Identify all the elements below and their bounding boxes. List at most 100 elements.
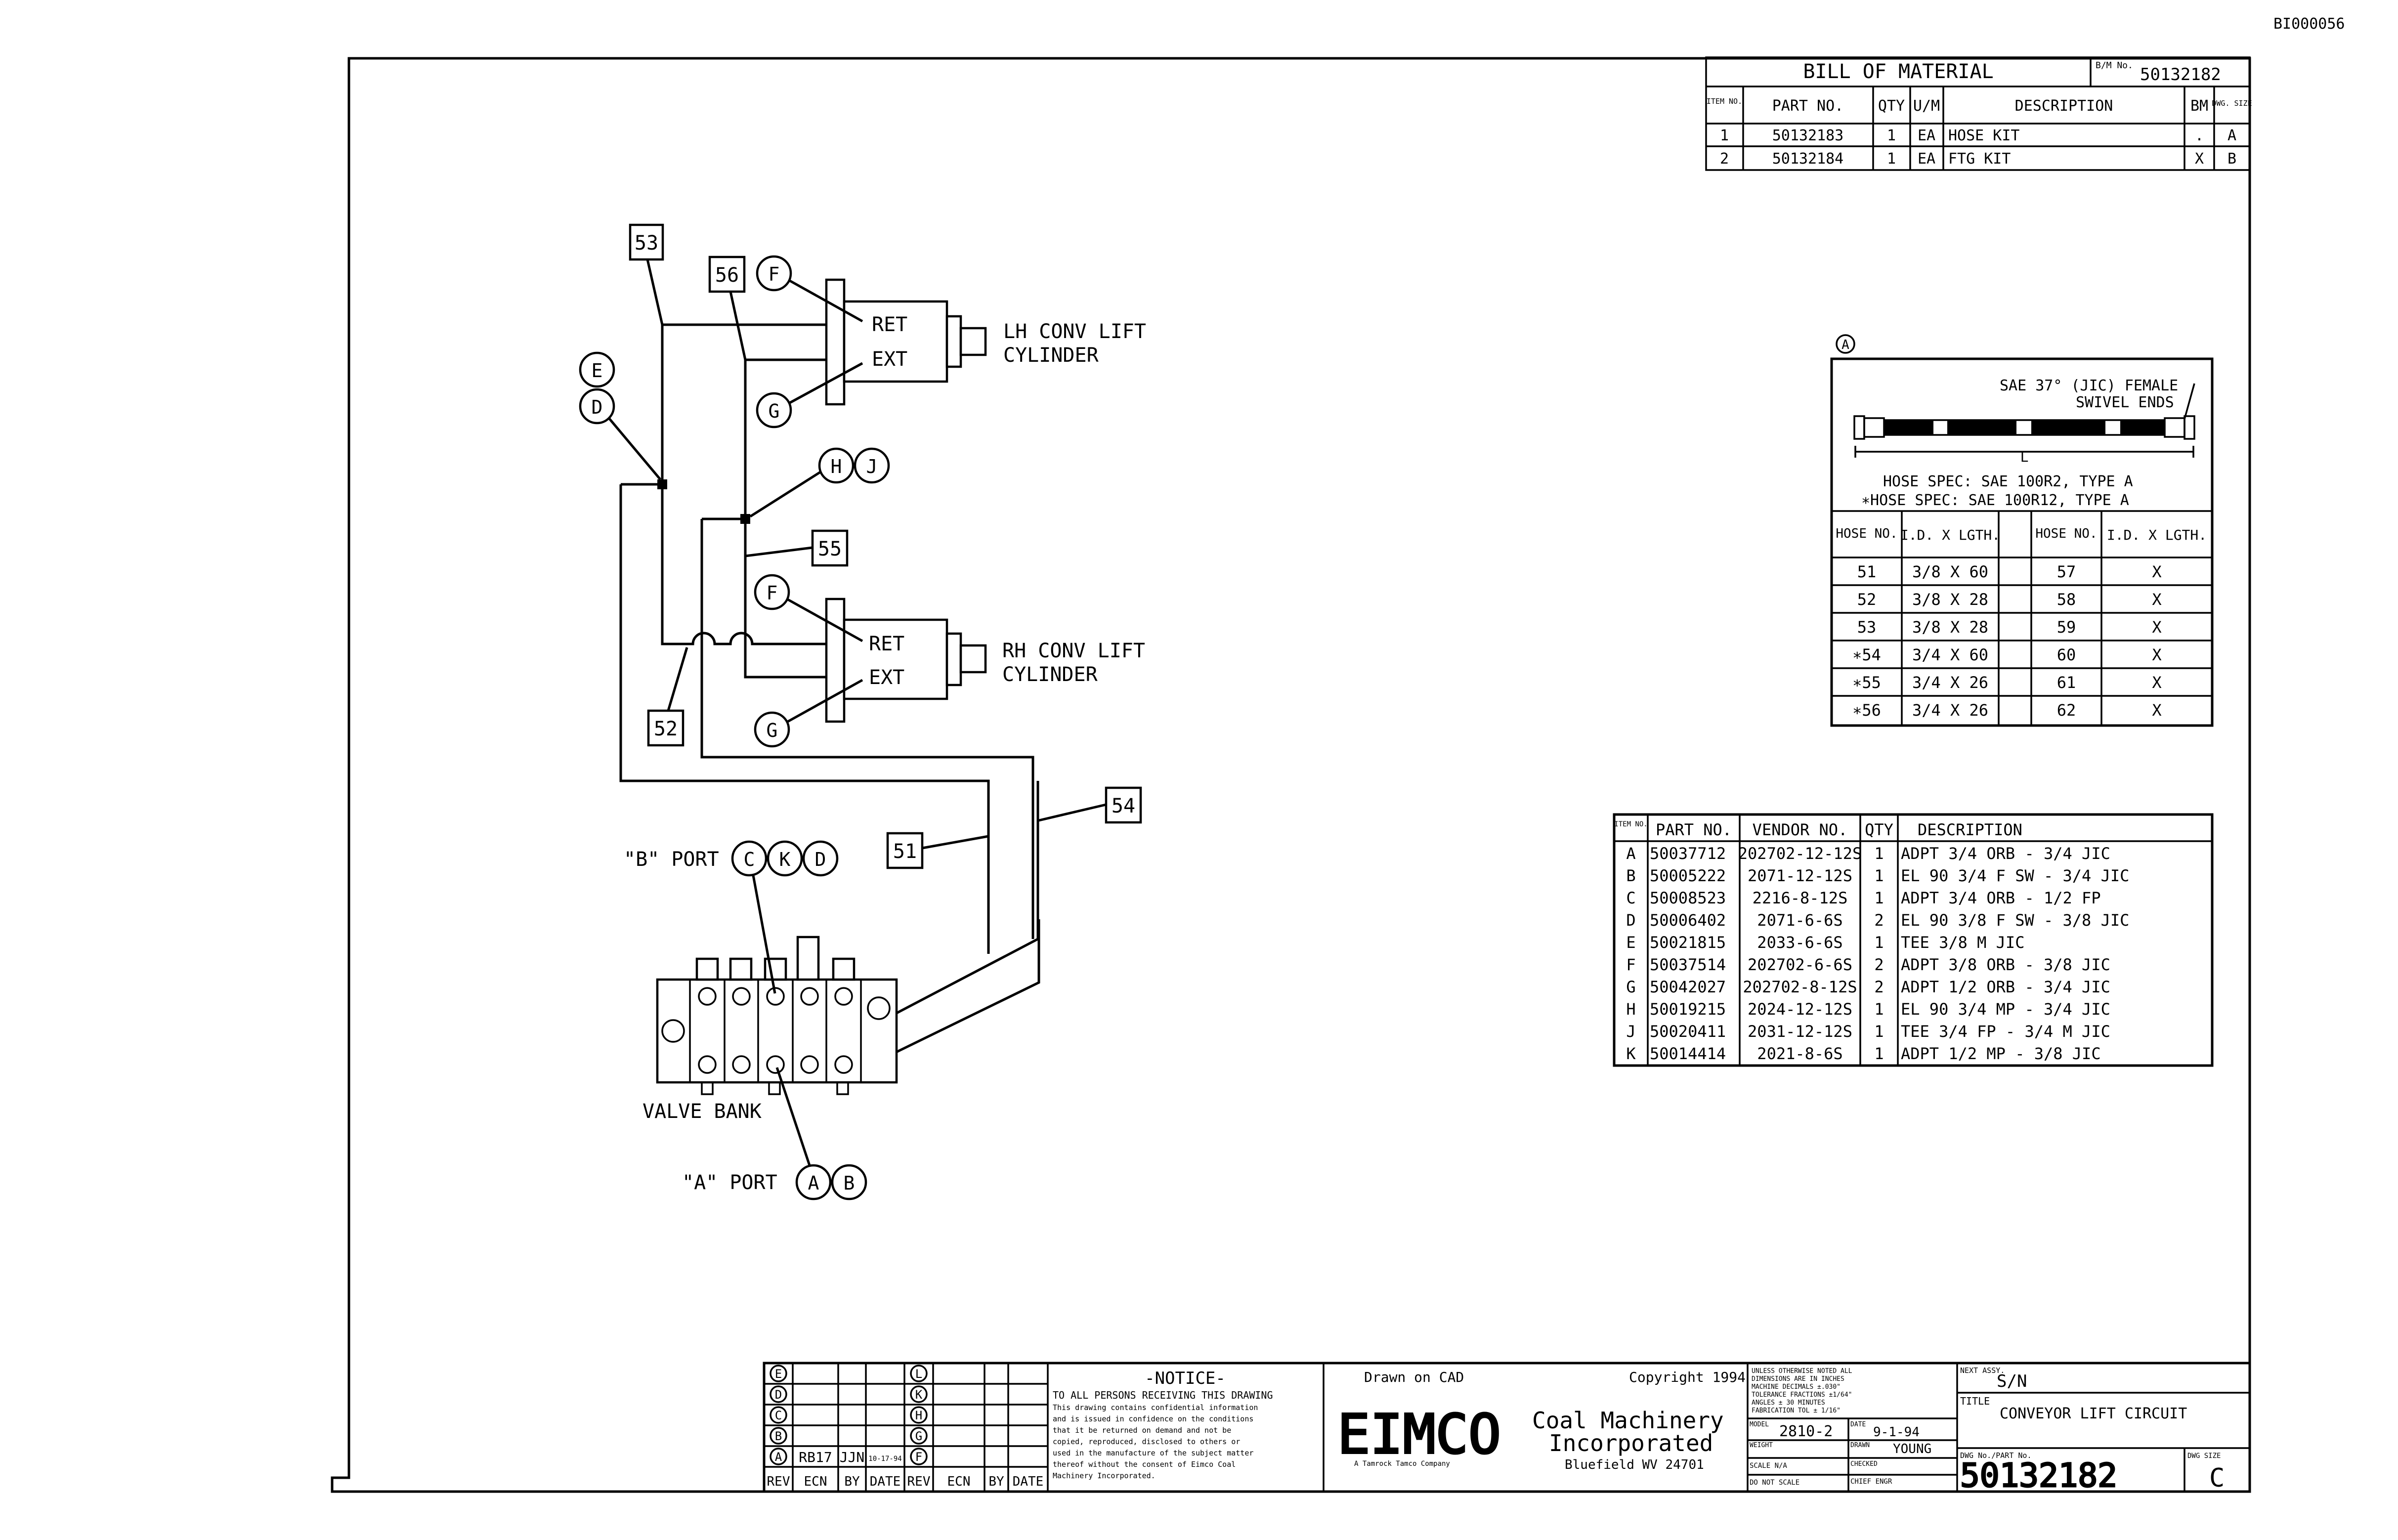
hose-table-cell: 52 <box>1857 590 1877 609</box>
dwg-size-label: DWG SIZE <box>2187 1452 2221 1460</box>
rev-letter: H <box>915 1409 922 1422</box>
bom-header-part: PART NO. <box>1772 97 1844 115</box>
drawn-by: YOUNG <box>1893 1442 1931 1456</box>
bom-number-label: B/M No. <box>2096 60 2133 71</box>
rev-letter-circle <box>770 1448 787 1465</box>
fitting-callout-g-lower: G <box>754 679 863 748</box>
detail-marker: A <box>1841 338 1849 352</box>
confidentiality-notice: -NOTICE- TO ALL PERSONS RECEIVING THIS D… <box>1053 1363 1325 1492</box>
notice-line: This drawing contains confidential infor… <box>1053 1403 1258 1412</box>
rev-header: BY <box>988 1474 1004 1489</box>
fittings-table-cell: 2071-12-12S <box>1748 866 1852 885</box>
fittings-table-cell: 50019215 <box>1650 1000 1726 1019</box>
fittings-table: ITEM NO. PART NO. VENDOR NO. QTY DESCRIP… <box>1613 813 2214 1067</box>
rev-letter: A <box>775 1450 782 1464</box>
bom-cell: X <box>2195 150 2204 168</box>
hose-line <box>744 519 860 679</box>
hose-table-header: HOSE NO. <box>1836 526 1897 541</box>
fittings-table-cell: 50021815 <box>1650 933 1726 952</box>
lh-ext-port: EXT <box>872 348 907 371</box>
rev-letter: B <box>775 1429 782 1443</box>
fittings-table-cell: ADPT 3/4 ORB - 3/4 JIC <box>1901 844 2110 863</box>
fittings-table-cell: 2071-6-6S <box>1757 911 1842 930</box>
fittings-table-cell: 2021-8-6S <box>1757 1044 1842 1063</box>
svg-text:C: C <box>744 849 755 870</box>
rev-letter-circle <box>910 1406 928 1424</box>
scale-label: SCALE N/A <box>1750 1462 1787 1470</box>
rev-letter-circle <box>910 1448 928 1465</box>
svg-text:D: D <box>592 396 603 418</box>
fitting-callout-h: H <box>749 447 855 518</box>
lh-cylinder-label-2: CYLINDER <box>1003 344 1099 367</box>
fitting-callout-e: E <box>579 351 615 388</box>
hose-table-cell: X <box>2152 590 2161 609</box>
hose-table-header: I.D. X LGTH. <box>2107 527 2207 543</box>
rev-letter-circle <box>910 1365 928 1382</box>
hose-tag-53: 53 <box>629 223 664 325</box>
company-name-1: Coal Machinery <box>1532 1407 1724 1434</box>
fitting-callout-f-upper: F <box>756 255 863 323</box>
dwg-no-label: DWG No./PART No. <box>1960 1451 2032 1460</box>
svg-text:51: 51 <box>893 840 917 863</box>
svg-text:55: 55 <box>818 538 842 560</box>
swivel-note-2: SWIVEL ENDS <box>2076 394 2174 411</box>
bom-number: 50132182 <box>2140 65 2221 85</box>
fittings-table-cell: J <box>1626 1022 1635 1041</box>
lh-ret-port: RET <box>872 313 907 336</box>
drawing-number: 50132182 <box>1960 1456 2117 1495</box>
bom-cell: 50132184 <box>1772 150 1844 168</box>
lh-conveyor-lift-cylinder: RET EXT LH CONV LIFT CYLINDER <box>825 278 1146 406</box>
tolerance-line: FABRICATION TOL ± 1/16" <box>1752 1407 1841 1414</box>
rev-letter: C <box>775 1409 782 1422</box>
hose-tag-56: 56 <box>708 256 747 360</box>
rev-header: REV <box>767 1474 790 1489</box>
tolerance-line: MACHINE DECIMALS ±.030" <box>1752 1383 1841 1391</box>
notice-line: thereof without the consent of Eimco Coa… <box>1053 1460 1236 1469</box>
bom-cell: 1 <box>1887 150 1896 168</box>
svg-text:G: G <box>767 720 778 741</box>
checked-label: CHECKED <box>1850 1460 1878 1468</box>
drawing-title: CONVEYOR LIFT CIRCUIT <box>2000 1405 2187 1422</box>
junction-block <box>657 479 667 489</box>
weight-label: WEIGHT <box>1750 1442 1773 1449</box>
chief-engineer-label: CHIEF ENGR <box>1850 1478 1892 1486</box>
fittings-table-cell: K <box>1626 1044 1636 1063</box>
hose-table-cell: 3/8 X 28 <box>1912 590 1988 609</box>
hose-line <box>700 519 1034 939</box>
hose-graphic: L <box>1853 415 2195 465</box>
rev-letter-circle <box>910 1427 928 1445</box>
tolerance-line: DIMENSIONS ARE IN INCHES <box>1752 1375 1844 1383</box>
drawing-title-block: NEXT ASSY. S/N TITLE CONVEYOR LIFT CIRCU… <box>1957 1366 2250 1496</box>
svg-text:A: A <box>808 1172 819 1194</box>
rh-conveyor-lift-cylinder: RET EXT RH CONV LIFT CYLINDER <box>825 598 1145 723</box>
hose-table-cell: ∗54 <box>1852 645 1881 664</box>
hose-table-cell: X <box>2152 673 2161 692</box>
rh-cylinder-label-2: CYLINDER <box>1002 663 1098 686</box>
bom-header-um: U/M <box>1913 97 1940 115</box>
fittings-table-cell: ADPT 3/4 ORB - 1/2 FP <box>1901 889 2101 907</box>
hose-table-cell: 3/8 X 60 <box>1912 562 1988 581</box>
rev-letter: F <box>915 1450 922 1464</box>
hose-table-header: HOSE NO. <box>2035 526 2097 541</box>
bom-header-bm: BM <box>2190 97 2208 115</box>
hose-spec-2: ∗HOSE SPEC: SAE 100R12, TYPE A <box>1861 492 2129 509</box>
bom-header-desc: DESCRIPTION <box>2015 97 2113 115</box>
bom-row: 2 50132184 1 EA FTG KIT X B <box>1720 150 2236 168</box>
fittings-table-cell: 1 <box>1874 889 1884 907</box>
hose-spec-1: HOSE SPEC: SAE 100R2, TYPE A <box>1883 473 2133 490</box>
fittings-table-cell: ADPT 1/2 ORB - 3/4 JIC <box>1901 978 2110 996</box>
fitting-callout-g-upper: G <box>756 362 863 428</box>
fittings-table-cell: TEE 3/8 M JIC <box>1901 933 2024 952</box>
fitting-callout-d-lower: D <box>802 840 839 877</box>
company-block: Drawn on CAD Copyright 1994 EIMCO Coal M… <box>1336 1363 1749 1492</box>
hose-table-cell: 62 <box>2057 701 2076 720</box>
bom-cell: FTG KIT <box>1948 150 2011 168</box>
bill-of-material-table: BILL OF MATERIAL B/M No. 50132182 ITEM N… <box>1705 56 2252 171</box>
